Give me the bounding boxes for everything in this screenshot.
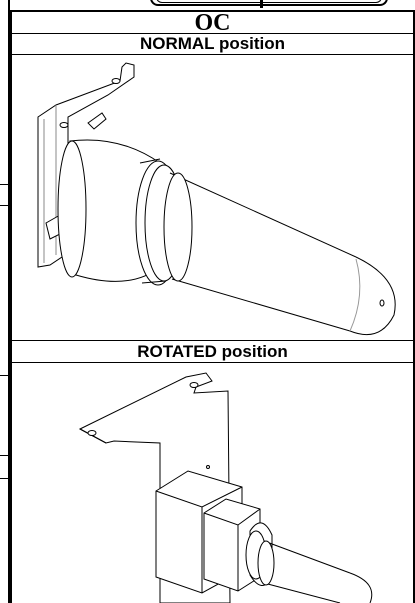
top-strip [10,0,415,10]
normal-position-figure [10,55,415,341]
rotated-position-label: ROTATED position [137,342,288,361]
normal-position-label: NORMAL position [139,34,286,53]
left-column-edge [0,0,10,603]
rotated-position-header: ROTATED position [10,341,415,363]
page-title: OC [194,9,231,36]
rotated-cylinder-drawing [78,372,373,603]
normal-cylinder-drawing [37,62,396,335]
row-divider [0,455,10,456]
rotated-position-figure [10,363,415,603]
component-sheet: OC NORMAL position [10,0,415,603]
row-divider [0,478,10,479]
row-divider [0,205,10,206]
row-divider [0,375,10,376]
row-divider [0,184,10,185]
title-row: OC [10,9,415,36]
header-tab-mark [260,0,263,8]
normal-position-header: NORMAL position [10,33,415,55]
header-tab-inner [156,0,382,3]
